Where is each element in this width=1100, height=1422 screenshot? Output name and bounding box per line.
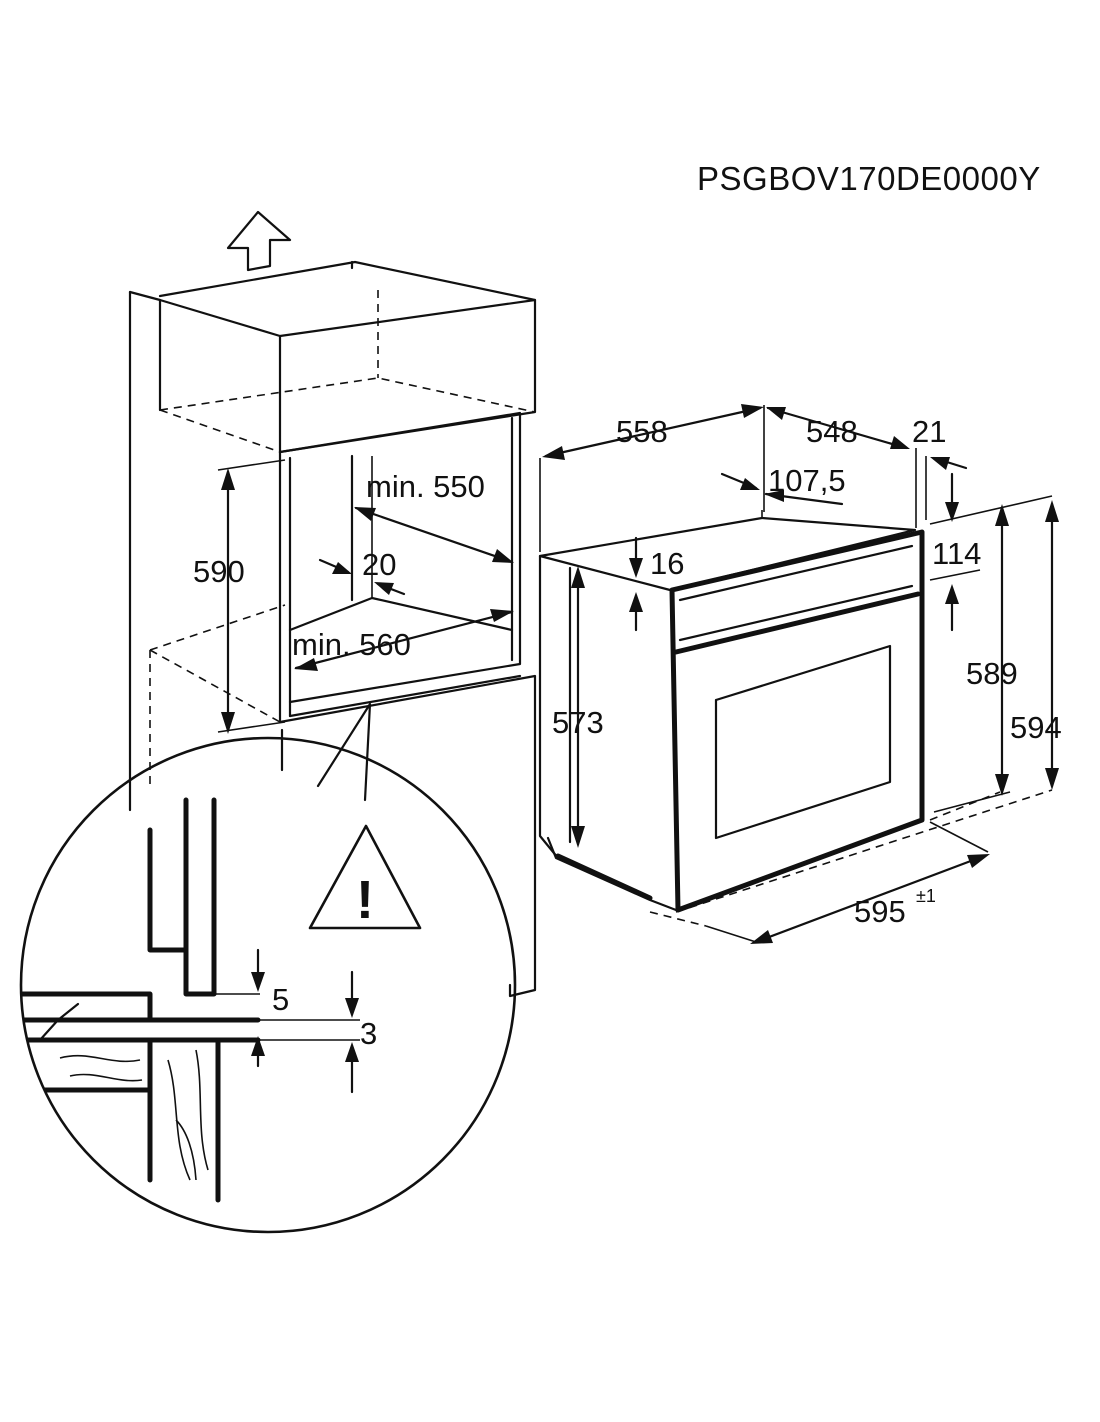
warning-triangle-icon: ! (308, 824, 422, 930)
oven-depth-body-label: 548 (806, 414, 858, 449)
oven-height-total-label: 594 (1010, 710, 1062, 745)
cabinet-width-label: min. 560 (292, 627, 411, 662)
oven-width-label: 595 (854, 894, 906, 929)
detail-magnifier (19, 702, 517, 1234)
oven-front-label: 21 (912, 414, 946, 449)
oven-depth-total-label: 558 (616, 414, 668, 449)
warning-symbol: ! (356, 870, 374, 930)
cabinet-drawing (128, 260, 537, 998)
oven-height-inner-label: 589 (966, 656, 1018, 691)
model-code: PSGBOV170DE0000Y (697, 160, 1041, 197)
oven-rail-offset-label: 107,5 (768, 463, 846, 498)
oven-drawing (538, 510, 1053, 927)
detail-gap-top-label: 5 (272, 982, 289, 1017)
cabinet-height-label: 590 (193, 554, 245, 589)
cabinet-dimensions (217, 459, 514, 734)
cabinet-gap-label: 20 (362, 547, 396, 582)
oven-top-offset-label: 16 (650, 546, 684, 581)
oven-dimensions (539, 404, 1059, 944)
ventilation-arrow-icon (226, 210, 292, 272)
cabinet-depth-label: min. 550 (366, 469, 485, 504)
oven-body-height-label: 573 (552, 705, 604, 740)
oven-width-tolerance-label: ±1 (916, 886, 936, 906)
oven-panel-label: 114 (932, 536, 981, 571)
detail-gap-bottom-label: 3 (360, 1016, 377, 1051)
